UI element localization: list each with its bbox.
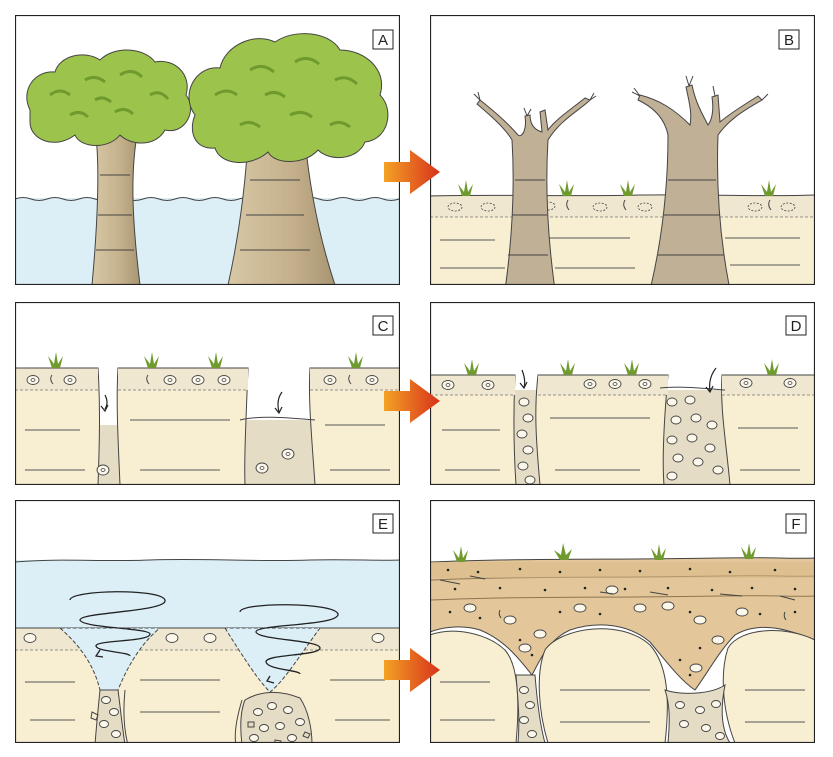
soil-block — [722, 630, 815, 743]
nodule — [519, 686, 725, 740]
soil-block — [308, 367, 400, 485]
water-body — [15, 198, 400, 285]
sediment-grain — [446, 567, 797, 677]
grass-icon — [464, 359, 779, 375]
soil-block — [538, 628, 668, 743]
panel-c — [15, 302, 400, 485]
svg-text:E: E — [378, 516, 388, 533]
svg-text:F: F — [791, 516, 800, 533]
infill-sediment — [512, 390, 540, 485]
panel-label-d: D — [785, 315, 807, 336]
panel-label-a: A — [372, 29, 394, 50]
right-arrow-icon — [384, 150, 440, 194]
nodule — [463, 585, 749, 673]
sediment-cover — [430, 557, 815, 691]
panel-f — [430, 500, 815, 743]
infill-sediment — [664, 683, 731, 743]
svg-text:A: A — [378, 32, 388, 49]
panel-label-e: E — [372, 513, 394, 534]
panel-d — [430, 302, 815, 485]
panel-label-c: C — [372, 315, 394, 336]
infill-sediment — [240, 420, 315, 485]
svg-text:C: C — [378, 318, 389, 335]
panel-label-b: B — [778, 29, 800, 50]
topsoil-layer — [430, 195, 815, 217]
nodule — [26, 375, 379, 476]
tree-trunk — [227, 139, 336, 285]
soil-block — [116, 367, 249, 485]
right-arrow-icon — [384, 648, 440, 692]
soil-block — [430, 630, 519, 743]
infill-sediment — [240, 691, 313, 743]
svg-text:B: B — [784, 32, 794, 49]
dead-tree-trunk — [637, 84, 763, 285]
down-arrow-icon — [277, 391, 283, 413]
grass-icon — [458, 180, 776, 196]
soil-block — [721, 374, 815, 485]
tree-canopy — [188, 33, 389, 164]
vortex-spiral — [69, 591, 339, 684]
nodule — [23, 633, 385, 742]
panel-e — [15, 500, 400, 743]
nodule — [441, 378, 797, 485]
infill-sediment — [94, 689, 126, 743]
svg-text:D: D — [791, 318, 802, 335]
down-arrow-icon — [104, 394, 108, 410]
down-arrow-icon — [709, 367, 717, 393]
grass-icon — [48, 352, 363, 368]
grass-icon — [453, 543, 756, 562]
panel-b — [430, 15, 815, 285]
right-arrow-icon — [384, 379, 440, 423]
panel-a — [15, 15, 400, 285]
tree-canopy — [26, 49, 191, 146]
soil-block — [535, 374, 669, 485]
panel-label-f: F — [785, 513, 807, 534]
tree-trunk — [91, 129, 141, 285]
dead-tree-trunk — [476, 97, 591, 285]
